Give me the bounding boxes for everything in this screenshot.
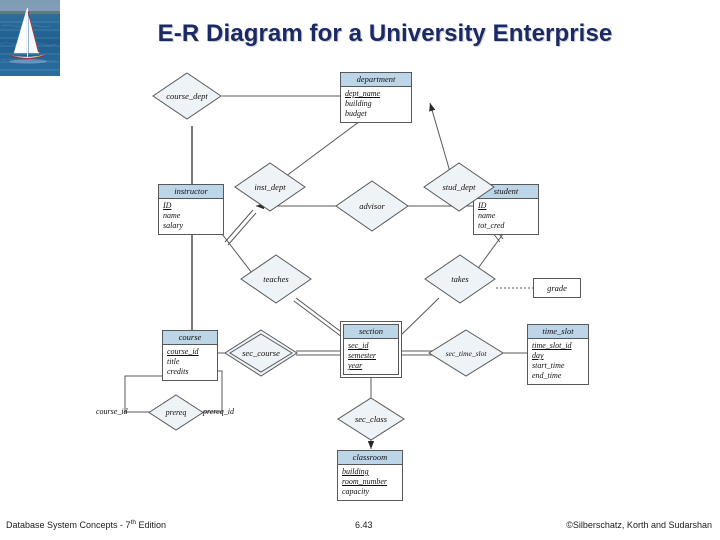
relationship-stud-dept[interactable]: stud_dept: [423, 162, 495, 212]
footer-page-number: 6.43: [355, 520, 373, 530]
line-inst-dept-instructor-b: [227, 212, 257, 246]
attribute-course-title: title: [167, 357, 180, 366]
attribute-instructor-name: name: [163, 211, 181, 220]
page-title: E-R Diagram for a University Enterprise: [157, 20, 613, 47]
attribute-student-tot-cred: tot_cred: [478, 221, 505, 230]
entity-section[interactable]: section sec_id semester year: [343, 324, 399, 375]
relationship-sec-course[interactable]: sec_course: [224, 329, 298, 377]
attribute-capacity: capacity: [342, 487, 370, 496]
entity-time-slot-attributes: time_slot_id day start_time end_time: [528, 339, 588, 384]
relationship-sec-time-slot[interactable]: sec_time_slot: [428, 329, 504, 377]
attribute-instructor-id: ID: [163, 201, 172, 210]
relationship-prereq[interactable]: prereq: [148, 394, 204, 431]
entity-section-name: section: [344, 325, 398, 339]
attribute-end-time: end_time: [532, 371, 562, 380]
entity-instructor[interactable]: instructor ID name salary: [158, 184, 224, 235]
line-teaches-section-b: [293, 300, 351, 344]
line-teaches-section-a: [295, 297, 353, 341]
relationship-teaches[interactable]: teaches: [240, 254, 312, 304]
entity-course[interactable]: course course_id title credits: [162, 330, 218, 381]
entity-section-attributes: sec_id semester year: [344, 339, 398, 374]
attribute-dept-name: dept_name: [345, 89, 381, 98]
attribute-day: day: [532, 351, 544, 360]
er-diagram: course_dept inst_dept stud_dept advisor: [0, 58, 720, 503]
attribute-budget: budget: [345, 109, 367, 118]
attribute-classroom-building: building: [342, 467, 369, 476]
attribute-room-number: room_number: [342, 477, 388, 486]
entity-time-slot[interactable]: time_slot time_slot_id day start_time en…: [527, 324, 589, 385]
entity-department-attributes: dept_name building budget: [341, 87, 411, 122]
attribute-semester: semester: [348, 351, 376, 360]
entity-instructor-attributes: ID name salary: [159, 199, 223, 234]
entity-student-attributes: ID name tot_cred: [474, 199, 538, 234]
entity-course-name: course: [163, 331, 217, 345]
attribute-sec-id: sec_id: [348, 341, 369, 350]
relationship-takes[interactable]: takes: [424, 254, 496, 304]
attribute-start-time: start_time: [532, 361, 565, 370]
line-instructor-teaches: [221, 233, 256, 278]
entity-classroom-attributes: building room_number capacity: [338, 465, 402, 500]
entity-instructor-name: instructor: [159, 185, 223, 199]
attribute-year: year: [348, 361, 363, 370]
line-takes-section: [395, 297, 440, 341]
attribute-course-credits: credits: [167, 367, 189, 376]
footer-edition-ordinal: th: [130, 519, 136, 526]
attribute-student-id: ID: [478, 201, 487, 210]
entity-classroom[interactable]: classroom building room_number capacity: [337, 450, 403, 501]
relationship-advisor[interactable]: advisor: [335, 180, 409, 232]
attribute-course-id: course_id: [167, 347, 199, 356]
entity-classroom-name: classroom: [338, 451, 402, 465]
line-prereq-course-id: [124, 375, 162, 413]
relationship-inst-dept[interactable]: inst_dept: [234, 162, 306, 212]
attribute-building: building: [345, 99, 372, 108]
entity-student[interactable]: student ID name tot_cred: [473, 184, 539, 235]
entity-department-name: department: [341, 73, 411, 87]
line-inst-dept-instructor-a: [224, 209, 254, 243]
footer-edition: Database System Concepts - 7th Edition: [6, 519, 166, 530]
relationship-sec-class[interactable]: sec_class: [337, 397, 405, 441]
sailboat-photo: [0, 0, 60, 76]
footer-edition-suffix: Edition: [135, 520, 167, 530]
entity-course-attributes: course_id title credits: [163, 345, 217, 380]
line-prereq-prereq-id: [200, 370, 223, 413]
attribute-instructor-salary: salary: [163, 221, 183, 230]
entity-department[interactable]: department dept_name building budget: [340, 72, 412, 123]
footer-edition-text: Database System Concepts - 7: [6, 520, 131, 530]
role-label-course-id: course_id: [96, 407, 128, 416]
relationship-course-dept[interactable]: course_dept: [152, 72, 222, 120]
attribute-time-slot-id: time_slot_id: [532, 341, 572, 350]
footer-copyright: ©Silberschatz, Korth and Sudarshan: [566, 520, 712, 530]
attribute-student-name: name: [478, 211, 496, 220]
slide-footer: Database System Concepts - 7th Edition 6…: [0, 504, 720, 540]
attribute-box-grade[interactable]: grade: [533, 278, 581, 298]
entity-time-slot-name: time_slot: [528, 325, 588, 339]
role-label-prereq-id: prereq_id: [203, 407, 234, 416]
